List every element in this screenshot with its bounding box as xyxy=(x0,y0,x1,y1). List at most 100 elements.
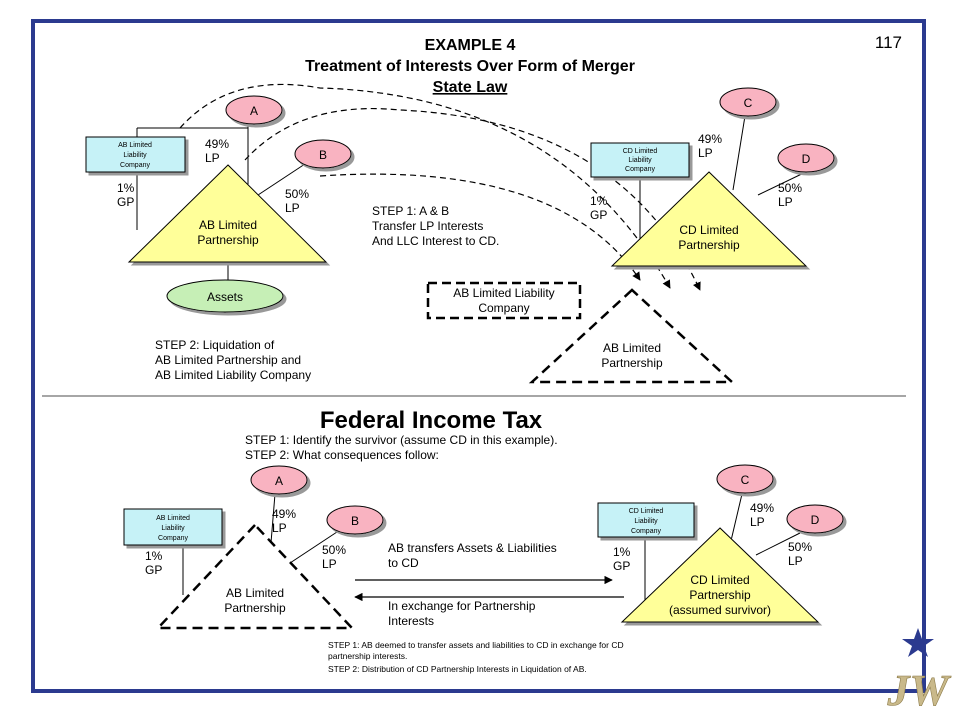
state-step1-line2: Transfer LP Interests xyxy=(372,219,483,233)
fed-cd-d-pct: 50% xyxy=(788,540,812,554)
fed-cd-c-type: LP xyxy=(750,515,765,529)
fed-ab-a-type: LP xyxy=(272,521,287,535)
fed-cd-llc-label-3: Company xyxy=(631,528,661,535)
assets-ellipse xyxy=(166,279,284,313)
ab-a-type: LP xyxy=(205,151,220,165)
jw-logo: JW xyxy=(886,628,952,715)
transfer-text-1: AB transfers Assets & Liabilities xyxy=(388,541,557,555)
partner-b-label: B xyxy=(319,148,327,162)
cd-partnership-triangle xyxy=(610,171,808,267)
assets-label: Assets xyxy=(207,290,243,304)
cd-llc-label-3: Company xyxy=(625,166,655,173)
fed-cd-lp-label-2: Partnership xyxy=(689,588,751,602)
fed-ab-a-pct: 49% xyxy=(272,507,296,521)
fed-cd-structure-lines xyxy=(644,493,801,600)
fed-cd-lp-label-3: (assumed survivor) xyxy=(669,603,771,617)
moved-lp-label-2: Partnership xyxy=(601,356,663,370)
fed-partner-b-label: B xyxy=(351,514,359,528)
ab-llc-label-1: AB Limited xyxy=(118,142,152,149)
title-line2: Treatment of Interests Over Form of Merg… xyxy=(305,58,635,75)
state-step2-line3: AB Limited Liability Company xyxy=(155,368,311,382)
fed-cd-d-type: LP xyxy=(788,554,803,568)
exchange-text-2: Interests xyxy=(388,614,434,628)
fed-ab-lp-label-2: Partnership xyxy=(224,601,286,615)
fed-ab-gp-type: GP xyxy=(145,563,162,577)
fed-partner-a-ellipse xyxy=(250,465,308,495)
partner-b-ellipse xyxy=(294,139,352,169)
ab-lp-label-1: AB Limited xyxy=(199,218,257,232)
transfer-curves xyxy=(179,83,701,291)
fed-cd-gp-pct: 1% xyxy=(613,545,631,559)
ab-b-type: LP xyxy=(285,201,300,215)
moved-lp-label-1: AB Limited xyxy=(603,341,661,355)
ab-gp-pct: 1% xyxy=(117,181,135,195)
federal-step1: STEP 1: Identify the survivor (assume CD… xyxy=(245,433,558,447)
moved-ab-llc-box xyxy=(426,281,582,320)
ab-partnership-triangle xyxy=(127,164,328,263)
federal-step2: STEP 2: What consequences follow: xyxy=(245,448,439,462)
partner-d-ellipse xyxy=(777,143,835,173)
fed-cd-llc-label-1: CD Limited xyxy=(629,508,664,515)
cd-lp-label-1: CD Limited xyxy=(679,223,738,237)
footnote-line1: STEP 1: AB deemed to transfer assets and… xyxy=(328,640,624,650)
ab-llc-box xyxy=(85,136,186,173)
ab-lp-label-2: Partnership xyxy=(197,233,259,247)
cd-llc-label-1: CD Limited xyxy=(623,148,658,155)
transfer-text-2: to CD xyxy=(388,556,419,570)
cd-gp-type: GP xyxy=(590,208,607,222)
fed-partner-c-ellipse xyxy=(716,464,774,494)
fed-cd-partnership-triangle xyxy=(620,527,820,623)
partner-a-ellipse xyxy=(225,95,283,125)
ab-llc-label-2: Liability xyxy=(123,152,147,159)
moved-llc-label-2: Company xyxy=(478,301,529,315)
ab-a-pct: 49% xyxy=(205,137,229,151)
logo-letters: JW xyxy=(886,666,951,715)
state-step2-line1: STEP 2: Liquidation of xyxy=(155,338,275,352)
fed-ab-lp-label-1: AB Limited xyxy=(226,586,284,600)
state-step2-line2: AB Limited Partnership and xyxy=(155,353,301,367)
fed-ab-llc-label-1: AB Limited xyxy=(156,515,190,522)
cd-lp-label-2: Partnership xyxy=(678,238,740,252)
ab-gp-type: GP xyxy=(117,195,134,209)
cd-gp-pct: 1% xyxy=(590,194,608,208)
fed-ab-b-pct: 50% xyxy=(322,543,346,557)
ab-structure-lines xyxy=(136,112,309,280)
fed-ab-partnership-triangle xyxy=(155,523,355,630)
footnote-line3: STEP 2: Distribution of CD Partnership I… xyxy=(328,664,587,674)
title-line1: EXAMPLE 4 xyxy=(425,37,516,54)
federal-heading: Federal Income Tax xyxy=(320,407,543,434)
partner-c-label: C xyxy=(744,96,753,110)
fed-cd-c-pct: 49% xyxy=(750,501,774,515)
fed-cd-lp-label-1: CD Limited xyxy=(690,573,749,587)
fed-cd-llc-label-2: Liability xyxy=(634,518,658,525)
state-step1-line3: And LLC Interest to CD. xyxy=(372,234,499,248)
moved-llc-label-1: AB Limited Liability xyxy=(453,286,554,300)
ab-llc-label-3: Company xyxy=(120,162,150,169)
title-line3: State Law xyxy=(433,79,508,96)
cd-c-type: LP xyxy=(698,146,713,160)
cd-c-pct: 49% xyxy=(698,132,722,146)
exchange-text-1: In exchange for Partnership xyxy=(388,599,536,613)
fed-partner-d-ellipse xyxy=(786,504,844,534)
fed-ab-gp-pct: 1% xyxy=(145,549,163,563)
page-number: 117 xyxy=(875,33,902,52)
fed-ab-llc-label-2: Liability xyxy=(161,525,185,532)
fed-partner-b-ellipse xyxy=(326,505,384,535)
fed-cd-llc-box xyxy=(597,502,695,538)
fed-partner-c-label: C xyxy=(741,473,750,487)
state-step1-line1: STEP 1: A & B xyxy=(372,204,449,218)
cd-structure-lines xyxy=(639,115,811,250)
partner-a-label: A xyxy=(250,104,258,118)
footnote-line2: partnership interests. xyxy=(328,651,407,661)
fed-ab-b-type: LP xyxy=(322,557,337,571)
partner-d-label: D xyxy=(802,152,811,166)
moved-ab-partnership-triangle xyxy=(528,288,736,384)
cd-llc-label-2: Liability xyxy=(628,157,652,164)
fed-partner-a-label: A xyxy=(275,474,283,488)
partner-c-ellipse xyxy=(719,87,777,117)
ab-b-pct: 50% xyxy=(285,187,309,201)
logo-star-icon xyxy=(902,628,934,657)
slide-frame xyxy=(31,19,926,693)
fed-cd-gp-type: GP xyxy=(613,559,630,573)
